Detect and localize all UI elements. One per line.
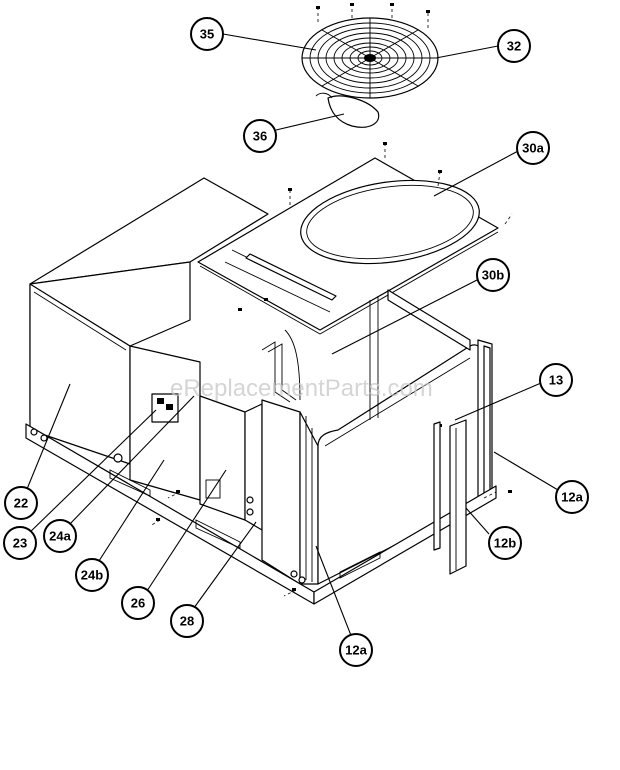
callout-label: 22 xyxy=(14,496,28,511)
callout-label: 26 xyxy=(131,596,145,611)
callout-12a-right: 12a xyxy=(555,480,589,514)
callout-36: 36 xyxy=(243,119,277,153)
top-panel-assembly xyxy=(197,142,513,335)
fan-guard xyxy=(301,2,439,99)
callout-13: 13 xyxy=(539,363,573,397)
callout-label: 32 xyxy=(507,39,521,54)
callout-label: 23 xyxy=(13,536,27,551)
callout-label: 28 xyxy=(180,614,194,629)
callout-label: 12a xyxy=(345,643,367,658)
callout-label: 12a xyxy=(561,490,583,505)
coil-guard-panel xyxy=(433,419,467,575)
callout-28: 28 xyxy=(170,604,204,638)
leader-lines xyxy=(26,33,559,639)
callout-26: 26 xyxy=(121,586,155,620)
callout-label: 12b xyxy=(494,536,516,551)
callout-35: 35 xyxy=(190,17,224,51)
callout-label: 24b xyxy=(81,568,103,583)
callout-12a-bottom: 12a xyxy=(339,633,373,667)
callout-label: 13 xyxy=(549,373,563,388)
callout-label: 30b xyxy=(482,268,504,283)
callout-30a: 30a xyxy=(516,131,550,165)
watermark: eReplacementParts.com xyxy=(170,375,433,402)
callout-23: 23 xyxy=(3,526,37,560)
callout-24b: 24b xyxy=(75,558,109,592)
callout-24a: 24a xyxy=(43,519,77,553)
callout-label: 24a xyxy=(49,529,71,544)
callout-label: 35 xyxy=(200,27,214,42)
callout-32: 32 xyxy=(497,29,531,63)
unit-cabinet xyxy=(25,177,512,605)
callout-12b: 12b xyxy=(488,526,522,560)
callout-22: 22 xyxy=(4,486,38,520)
callout-30b: 30b xyxy=(476,258,510,292)
callout-label: 36 xyxy=(253,129,267,144)
callout-label: 30a xyxy=(522,141,544,156)
